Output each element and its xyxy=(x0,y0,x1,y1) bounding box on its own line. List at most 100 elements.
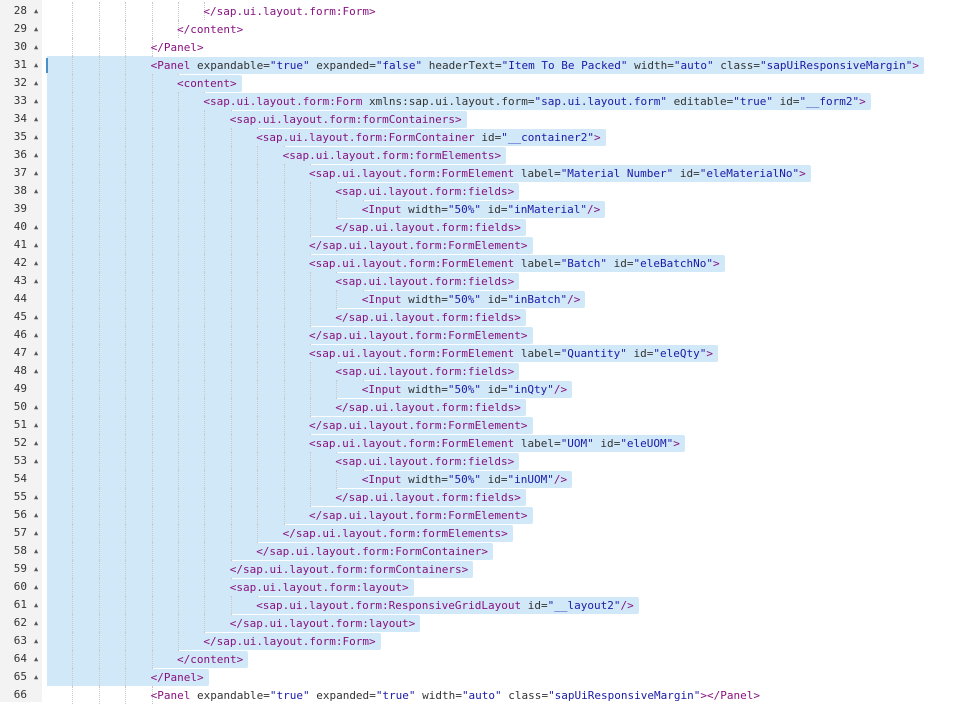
code-text[interactable]: </sap.ui.layout.form:fields> xyxy=(335,309,526,326)
code-line[interactable]: 28▲</sap.ui.layout.form:Form> xyxy=(0,2,973,20)
code-text[interactable]: </sap.ui.layout.form:formContainers> xyxy=(229,561,474,578)
code-text[interactable]: </content> xyxy=(177,651,249,668)
code-line[interactable]: 49<Input width="50%" id="inQty"/> xyxy=(0,380,973,398)
fold-toggle-icon[interactable]: ▲ xyxy=(34,619,39,627)
code-line[interactable]: 57▲</sap.ui.layout.form:formElements> xyxy=(0,524,973,542)
code-text[interactable]: <sap.ui.layout.form:layout> xyxy=(229,579,414,596)
fold-toggle-icon[interactable]: ▲ xyxy=(34,655,39,663)
code-text[interactable]: </sap.ui.layout.form:layout> xyxy=(229,615,421,632)
code-text[interactable]: </sap.ui.layout.form:FormContainer> xyxy=(256,543,493,560)
code-text[interactable]: <Panel expandable="true" expanded="true"… xyxy=(151,687,765,704)
code-text[interactable]: <sap.ui.layout.form:Form xmlns:sap.ui.la… xyxy=(203,93,871,110)
fold-toggle-icon[interactable]: ▲ xyxy=(34,313,39,321)
fold-toggle-icon[interactable]: ▲ xyxy=(34,637,39,645)
code-line[interactable]: 64▲</content> xyxy=(0,650,973,668)
code-line[interactable]: 53▲<sap.ui.layout.form:fields> xyxy=(0,452,973,470)
code-text[interactable]: <Input width="50%" id="inBatch"/> xyxy=(361,291,586,308)
code-line[interactable]: 39<Input width="50%" id="inMaterial"/> xyxy=(0,200,973,218)
code-text[interactable]: </Panel> xyxy=(150,669,209,686)
code-line[interactable]: 42▲<sap.ui.layout.form:FormElement label… xyxy=(0,254,973,272)
fold-toggle-icon[interactable]: ▲ xyxy=(34,277,39,285)
fold-toggle-icon[interactable]: ▲ xyxy=(34,187,39,195)
code-line[interactable]: 37▲<sap.ui.layout.form:FormElement label… xyxy=(0,164,973,182)
fold-toggle-icon[interactable]: ▲ xyxy=(34,25,39,33)
fold-toggle-icon[interactable]: ▲ xyxy=(34,673,39,681)
code-text[interactable]: <Panel expandable="true" expanded="false… xyxy=(150,57,924,74)
code-line[interactable]: 45▲</sap.ui.layout.form:fields> xyxy=(0,308,973,326)
code-line[interactable]: 63▲</sap.ui.layout.form:Form> xyxy=(0,632,973,650)
fold-toggle-icon[interactable]: ▲ xyxy=(34,349,39,357)
code-line[interactable]: 59▲</sap.ui.layout.form:formContainers> xyxy=(0,560,973,578)
code-text[interactable]: </sap.ui.layout.form:FormElement> xyxy=(309,417,533,434)
code-line[interactable]: 46▲</sap.ui.layout.form:FormElement> xyxy=(0,326,973,344)
code-line[interactable]: 62▲</sap.ui.layout.form:layout> xyxy=(0,614,973,632)
fold-toggle-icon[interactable]: ▲ xyxy=(34,547,39,555)
code-line[interactable]: 51▲</sap.ui.layout.form:FormElement> xyxy=(0,416,973,434)
code-text[interactable]: <sap.ui.layout.form:FormElement label="M… xyxy=(309,165,811,182)
code-line[interactable]: 40▲</sap.ui.layout.form:fields> xyxy=(0,218,973,236)
code-line[interactable]: 55▲</sap.ui.layout.form:fields> xyxy=(0,488,973,506)
code-line[interactable]: 50▲</sap.ui.layout.form:fields> xyxy=(0,398,973,416)
code-line[interactable]: 52▲<sap.ui.layout.form:FormElement label… xyxy=(0,434,973,452)
code-line[interactable]: 61▲<sap.ui.layout.form:ResponsiveGridLay… xyxy=(0,596,973,614)
fold-toggle-icon[interactable]: ▲ xyxy=(34,493,39,501)
code-text[interactable]: </sap.ui.layout.form:FormElement> xyxy=(309,237,533,254)
code-text[interactable]: </sap.ui.layout.form:Form> xyxy=(203,633,381,650)
code-text[interactable]: <sap.ui.layout.form:formContainers> xyxy=(229,111,467,128)
code-text[interactable]: </sap.ui.layout.form:FormElement> xyxy=(309,507,533,524)
fold-toggle-icon[interactable]: ▲ xyxy=(34,43,39,51)
fold-toggle-icon[interactable]: ▲ xyxy=(34,241,39,249)
fold-toggle-icon[interactable]: ▲ xyxy=(34,79,39,87)
code-text[interactable]: </sap.ui.layout.form:Form> xyxy=(203,3,380,20)
code-line[interactable]: 47▲<sap.ui.layout.form:FormElement label… xyxy=(0,344,973,362)
code-line[interactable]: 32▲<content> xyxy=(0,74,973,92)
fold-toggle-icon[interactable]: ▲ xyxy=(34,169,39,177)
fold-toggle-icon[interactable]: ▲ xyxy=(34,511,39,519)
code-text[interactable]: </content> xyxy=(177,21,248,38)
code-text[interactable]: <Input width="50%" id="inMaterial"/> xyxy=(361,201,606,218)
code-text[interactable]: <sap.ui.layout.form:FormElement label="U… xyxy=(309,435,685,452)
code-text[interactable]: <Input width="50%" id="inUOM"/> xyxy=(361,471,573,488)
code-line[interactable]: 60▲<sap.ui.layout.form:layout> xyxy=(0,578,973,596)
code-line[interactable]: 33▲<sap.ui.layout.form:Form xmlns:sap.ui… xyxy=(0,92,973,110)
fold-toggle-icon[interactable]: ▲ xyxy=(34,97,39,105)
code-line[interactable]: 56▲</sap.ui.layout.form:FormElement> xyxy=(0,506,973,524)
code-text[interactable]: <Input width="50%" id="inQty"/> xyxy=(361,381,573,398)
fold-toggle-icon[interactable]: ▲ xyxy=(34,133,39,141)
fold-toggle-icon[interactable]: ▲ xyxy=(34,151,39,159)
code-line[interactable]: 41▲</sap.ui.layout.form:FormElement> xyxy=(0,236,973,254)
fold-toggle-icon[interactable]: ▲ xyxy=(34,457,39,465)
code-text[interactable]: <sap.ui.layout.form:ResponsiveGridLayout… xyxy=(256,597,639,614)
code-line[interactable]: 48▲<sap.ui.layout.form:fields> xyxy=(0,362,973,380)
fold-toggle-icon[interactable]: ▲ xyxy=(34,223,39,231)
code-text[interactable]: </sap.ui.layout.form:formElements> xyxy=(282,525,513,542)
code-text[interactable]: <sap.ui.layout.form:fields> xyxy=(335,453,520,470)
code-line[interactable]: 36▲<sap.ui.layout.form:formElements> xyxy=(0,146,973,164)
fold-toggle-icon[interactable]: ▲ xyxy=(34,61,39,69)
code-text[interactable]: <sap.ui.layout.form:fields> xyxy=(335,273,520,290)
code-line[interactable]: 35▲<sap.ui.layout.form:FormContainer id=… xyxy=(0,128,973,146)
code-text[interactable]: <sap.ui.layout.form:fields> xyxy=(335,183,520,200)
code-line[interactable]: 44<Input width="50%" id="inBatch"/> xyxy=(0,290,973,308)
code-line[interactable]: 31▲<Panel expandable="true" expanded="fa… xyxy=(0,56,973,74)
fold-toggle-icon[interactable]: ▲ xyxy=(34,331,39,339)
code-line[interactable]: 66<Panel expandable="true" expanded="tru… xyxy=(0,686,973,704)
code-text[interactable]: </Panel> xyxy=(151,39,209,56)
code-text[interactable]: </sap.ui.layout.form:FormElement> xyxy=(309,327,533,344)
code-line[interactable]: 29▲</content> xyxy=(0,20,973,38)
fold-toggle-icon[interactable]: ▲ xyxy=(34,259,39,267)
code-text[interactable]: <sap.ui.layout.form:FormElement label="Q… xyxy=(309,345,719,362)
fold-toggle-icon[interactable]: ▲ xyxy=(34,529,39,537)
code-line[interactable]: 34▲<sap.ui.layout.form:formContainers> xyxy=(0,110,973,128)
code-text[interactable]: </sap.ui.layout.form:fields> xyxy=(335,489,526,506)
code-line[interactable]: 65▲</Panel> xyxy=(0,668,973,686)
fold-toggle-icon[interactable]: ▲ xyxy=(34,601,39,609)
code-text[interactable]: <sap.ui.layout.form:formElements> xyxy=(282,147,507,164)
fold-toggle-icon[interactable]: ▲ xyxy=(34,583,39,591)
code-text[interactable]: <content> xyxy=(177,75,242,92)
fold-toggle-icon[interactable]: ▲ xyxy=(34,439,39,447)
fold-toggle-icon[interactable]: ▲ xyxy=(34,565,39,573)
code-text[interactable]: <sap.ui.layout.form:fields> xyxy=(335,363,520,380)
code-line[interactable]: 30▲</Panel> xyxy=(0,38,973,56)
fold-toggle-icon[interactable]: ▲ xyxy=(34,115,39,123)
